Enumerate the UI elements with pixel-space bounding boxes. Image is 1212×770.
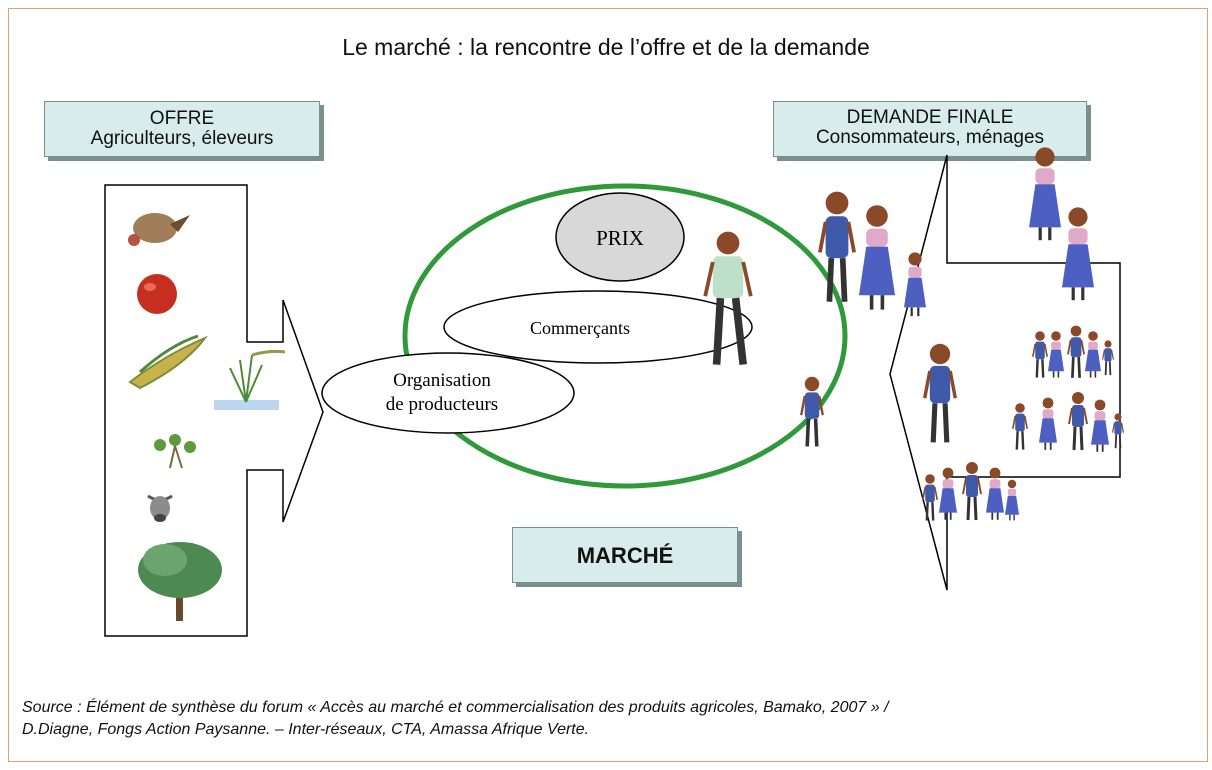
consumer-person-icon bbox=[820, 192, 854, 302]
demande-box: DEMANDE FINALE Consommateurs, ménages bbox=[773, 101, 1087, 157]
prix-ellipse bbox=[555, 192, 685, 282]
tomato-icon bbox=[137, 274, 177, 314]
offre-label: OFFRE bbox=[149, 108, 215, 129]
source-line-2: D.Diagne, Fongs Action Paysanne. – Inter… bbox=[22, 721, 590, 738]
corn-icon bbox=[128, 334, 208, 390]
consumer-woman-icon bbox=[857, 203, 897, 312]
page-title: Le marché : la rencontre de l’offre et d… bbox=[342, 34, 870, 60]
consumer-small-person-icon bbox=[799, 374, 825, 449]
hen-icon bbox=[128, 213, 190, 246]
market-ring bbox=[402, 183, 848, 489]
commercants-label: Commerçants bbox=[530, 318, 630, 338]
commercants-ellipse bbox=[443, 290, 753, 364]
demande-arrow bbox=[889, 154, 1121, 591]
prix-label: PRIX bbox=[596, 226, 644, 250]
peanut-plant-icon bbox=[154, 434, 196, 469]
household-woman-icon bbox=[1027, 145, 1063, 242]
marche-box: MARCHÉ bbox=[512, 527, 738, 583]
organisation-label-line1: Organisation bbox=[393, 370, 491, 391]
demande-label: DEMANDE FINALE bbox=[846, 107, 1014, 128]
demande-sublabel: Consommateurs, ménages bbox=[815, 127, 1045, 148]
offre-box: OFFRE Agriculteurs, éleveurs bbox=[44, 101, 320, 157]
offre-sublabel: Agriculteurs, éleveurs bbox=[90, 128, 274, 149]
organisation-label-line2: de producteurs bbox=[386, 394, 498, 415]
organisation-ellipse bbox=[321, 352, 575, 434]
cow-head-icon bbox=[147, 494, 173, 522]
rice-plant-icon bbox=[214, 349, 286, 410]
source-caption: Source : Élément de synthèse du forum « … bbox=[22, 697, 1202, 741]
merchant-person-icon bbox=[703, 231, 753, 366]
tree-icon bbox=[138, 542, 222, 621]
source-line-1: Source : Élément de synthèse du forum « … bbox=[22, 699, 889, 716]
household-woman-icon bbox=[1060, 205, 1096, 302]
